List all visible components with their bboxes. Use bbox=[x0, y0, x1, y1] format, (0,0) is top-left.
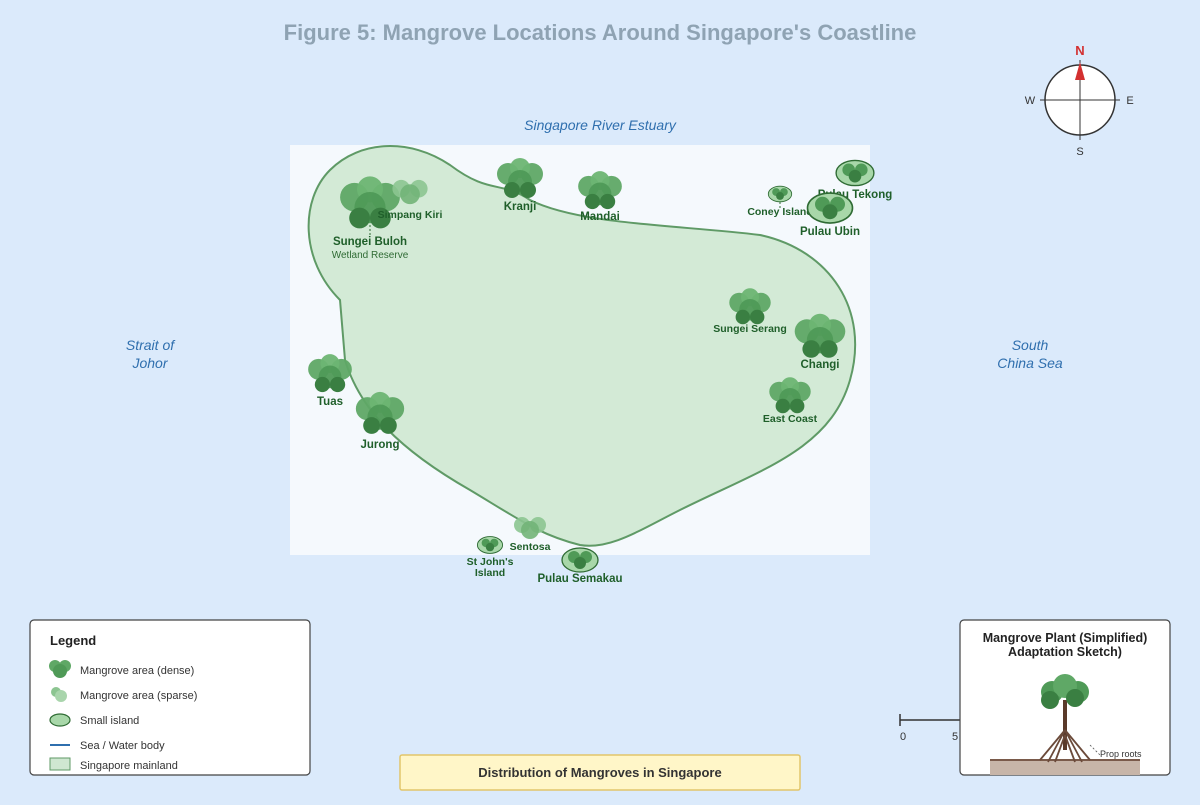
scale-label-0: 0 bbox=[900, 731, 906, 743]
location-sublabel: Wetland Reserve bbox=[332, 250, 409, 261]
location-kranji: Kranji bbox=[497, 158, 543, 213]
location-label: Changi bbox=[801, 359, 840, 371]
water-label-east-1: South bbox=[1012, 337, 1049, 353]
location-simpang-kiri: Simpang Kiri bbox=[378, 179, 443, 221]
legend-item-mainland: Singapore mainland bbox=[80, 760, 178, 772]
legend-island-swatch bbox=[49, 713, 71, 727]
footer-text: Distribution of Mangroves in Singapore bbox=[478, 765, 721, 780]
location-pulau-ubin: Pulau Ubin bbox=[800, 192, 860, 238]
location-label: Coney Island bbox=[747, 206, 812, 218]
location-label: East Coast bbox=[763, 413, 818, 425]
scale-bar: 0 5 bbox=[899, 714, 960, 743]
compass-south: S bbox=[1076, 146, 1083, 158]
legend-item-island: Small island bbox=[80, 715, 139, 727]
sketch-title-1: Mangrove Plant (Simplified) bbox=[983, 631, 1148, 645]
location-label: Tuas bbox=[317, 396, 343, 408]
location-label: Sentosa bbox=[510, 541, 551, 553]
location-east-coast: East Coast bbox=[763, 377, 818, 425]
water-label-west-1: Strait of bbox=[126, 337, 176, 353]
location-label: Pulau Semakau bbox=[537, 573, 622, 585]
location-sentosa: Sentosa bbox=[510, 517, 551, 553]
water-label-north: Singapore River Estuary bbox=[524, 117, 677, 133]
location-mandai: Mandai bbox=[578, 171, 622, 223]
location-pulau-semakau: Pulau Semakau bbox=[537, 547, 623, 585]
location-label-line2: Island bbox=[475, 567, 505, 579]
legend-item-dense: Mangrove area (dense) bbox=[80, 665, 194, 677]
mangrove-sketch-box: Mangrove Plant (Simplified) Adaptation S… bbox=[959, 619, 1171, 776]
prop-roots-label: Prop roots bbox=[1100, 749, 1142, 759]
location-coney-island: Coney Island bbox=[747, 185, 813, 218]
location-label: Sungei Buloh bbox=[333, 236, 407, 248]
compass-west: W bbox=[1025, 95, 1036, 107]
legend-sparse-swatch bbox=[51, 687, 67, 702]
location-changi: Changi bbox=[794, 313, 846, 371]
footer-banner: Distribution of Mangroves in Singapore bbox=[399, 754, 801, 791]
compass-rose: N S E W bbox=[1025, 43, 1134, 158]
figure-title: Figure 5: Mangrove Locations Around Sing… bbox=[284, 20, 917, 45]
location-label: Pulau Ubin bbox=[800, 226, 860, 238]
compass-needle bbox=[1075, 62, 1085, 80]
sketch-mud bbox=[990, 760, 1140, 775]
compass-east: E bbox=[1126, 95, 1133, 107]
legend-mainland-swatch bbox=[49, 757, 71, 771]
scale-label-5: 5 bbox=[952, 731, 958, 743]
location-label: St John's bbox=[467, 556, 514, 568]
location-sungei-buloh: Sungei Buloh Wetland Reserve bbox=[332, 176, 409, 261]
location-label: Simpang Kiri bbox=[378, 209, 443, 221]
location-sungei-serang: Sungei Serang bbox=[713, 288, 787, 335]
location-label: Mandai bbox=[580, 211, 620, 223]
compass-north: N bbox=[1075, 43, 1084, 58]
location-label: Sungei Serang bbox=[713, 323, 787, 335]
location-label: Jurong bbox=[361, 439, 400, 451]
legend: Legend Mangrove area (dense) Mangrove ar… bbox=[29, 619, 311, 776]
legend-title: Legend bbox=[50, 633, 96, 648]
location-st-johns-island: St John's Island bbox=[467, 536, 514, 579]
water-label-east-2: China Sea bbox=[997, 355, 1063, 371]
water-label-west-2: Johor bbox=[131, 355, 168, 371]
legend-item-water: Sea / Water body bbox=[80, 740, 165, 752]
location-jurong: Jurong bbox=[355, 391, 405, 451]
sketch-title-2: Adaptation Sketch) bbox=[1008, 645, 1122, 659]
legend-dense-swatch bbox=[49, 660, 71, 678]
location-tuas: Tuas bbox=[308, 354, 352, 408]
mangrove-plant-sketch bbox=[1039, 674, 1091, 763]
location-label: Kranji bbox=[504, 201, 537, 213]
legend-item-sparse: Mangrove area (sparse) bbox=[80, 690, 197, 702]
